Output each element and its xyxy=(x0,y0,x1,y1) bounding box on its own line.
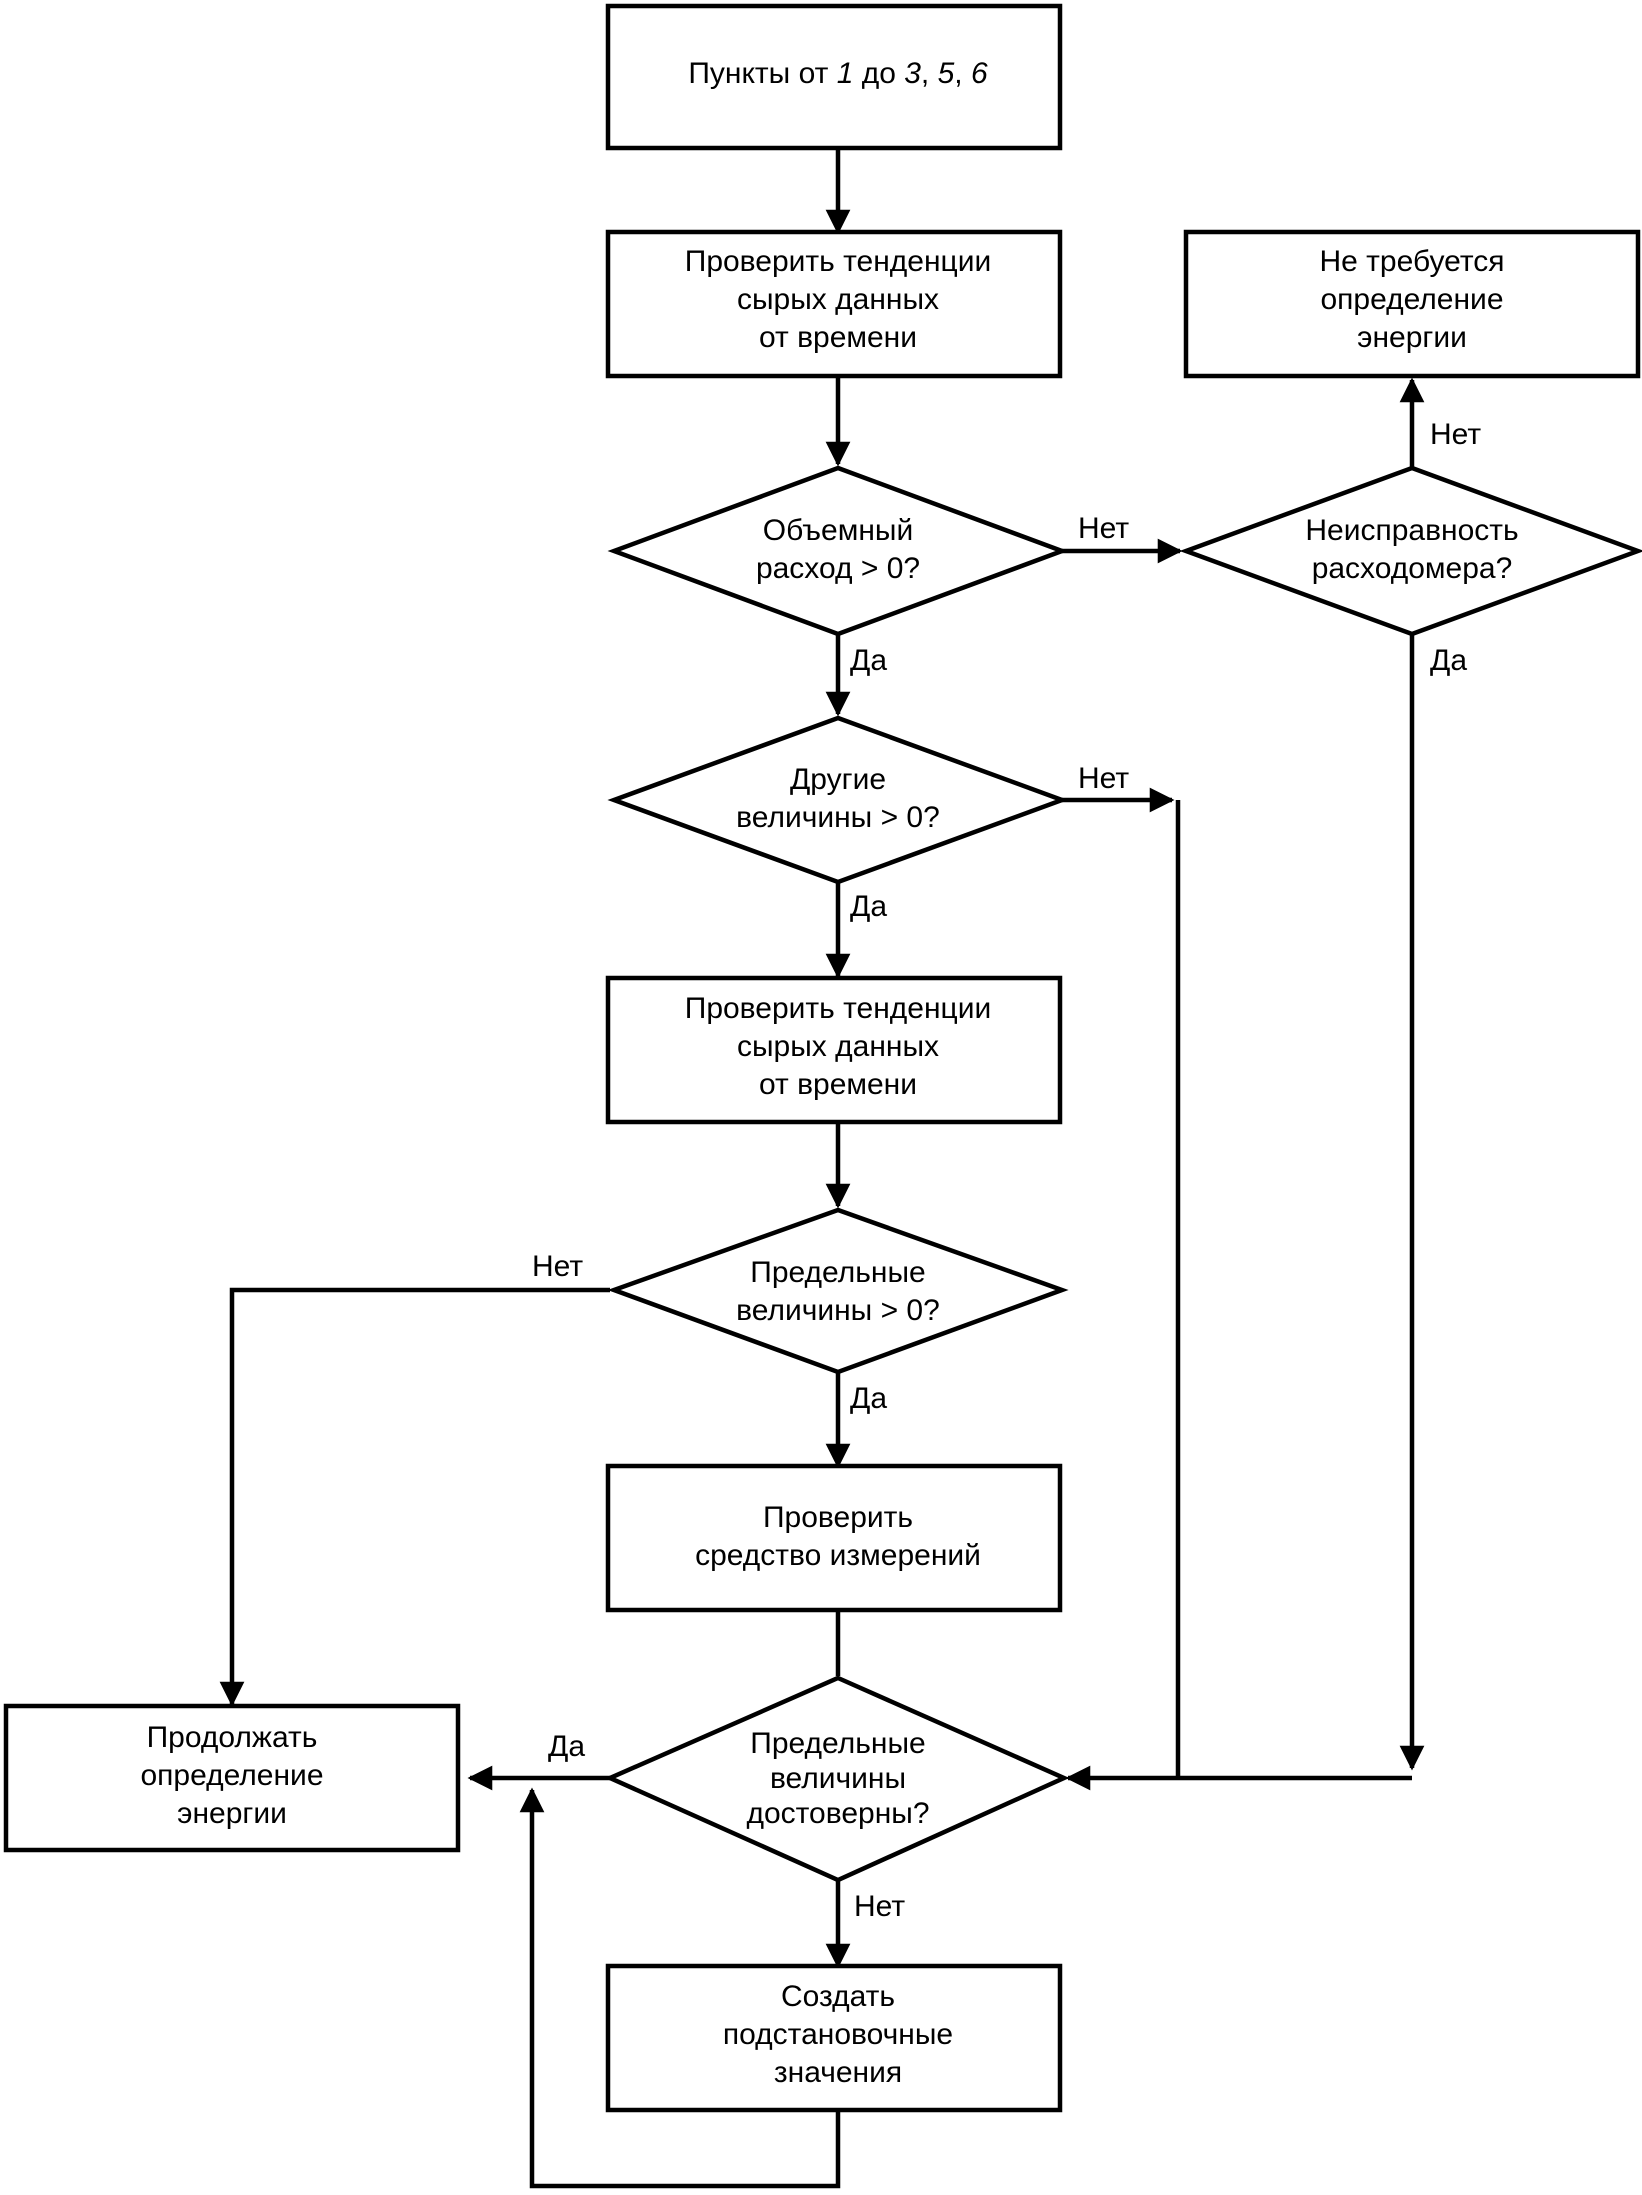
substitute-line-3: значения xyxy=(774,2056,902,2089)
substitute-line-1: Создать xyxy=(781,1980,895,2013)
other-values-line-2: величины > 0? xyxy=(736,801,940,834)
decision-other-values: Другие величины > 0? xyxy=(607,715,1069,885)
limit-values-line-2: величины > 0? xyxy=(736,1294,940,1327)
limits-valid-line-3: достоверны? xyxy=(746,1797,929,1830)
arrow-limit-no-to-continue xyxy=(219,1287,610,1707)
arrow-substitute-loop-back xyxy=(519,1787,841,2189)
label-limit-no: Нет xyxy=(532,1250,583,1283)
no-energy-line-3: энергии xyxy=(1357,321,1467,354)
check-trends-2-line-2: сырых данных xyxy=(737,1030,939,1063)
volume-flow-line-2: расход > 0? xyxy=(756,552,920,585)
label-other-yes: Да xyxy=(850,890,887,923)
flowmeter-fault-line-1: Неисправность xyxy=(1305,514,1518,547)
check-trends-1-line-1: Проверить тенденции xyxy=(685,245,991,278)
decision-flowmeter-fault: Неисправность расходомера? xyxy=(1179,465,1642,637)
continue-energy-line-2: определение xyxy=(140,1759,323,1792)
volume-flow-line-1: Объемный xyxy=(763,514,913,547)
label-valid-no: Нет xyxy=(854,1890,905,1923)
check-trends-1-line-3: от времени xyxy=(759,321,917,354)
limit-values-line-1: Предельные xyxy=(750,1256,925,1289)
substitute-line-2: подстановочные xyxy=(723,2018,953,2051)
continue-energy-line-1: Продолжать xyxy=(147,1721,318,1754)
label-fault-yes: Да xyxy=(1430,644,1467,677)
node-check-trends-2: Проверить тенденции сырых данных от врем… xyxy=(605,975,1063,1125)
other-values-line-1: Другие xyxy=(790,763,886,796)
decision-volume-flow: Объемный расход > 0? xyxy=(607,465,1069,637)
label-volume-yes: Да xyxy=(850,644,887,677)
no-energy-line-1: Не требуется xyxy=(1320,245,1505,278)
flowmeter-fault-line-2: расходомера? xyxy=(1312,552,1513,585)
check-trends-1-line-2: сырых данных xyxy=(737,283,939,316)
label-limit-yes: Да xyxy=(850,1382,887,1415)
start-text: Пункты от 1 до 3, 5, 6 xyxy=(688,57,988,90)
node-check-trends-1: Проверить тенденции сырых данных от врем… xyxy=(605,229,1063,379)
branch-labels: Нет Да Нет Да Нет Да Нет Да Да Нет xyxy=(532,418,1481,1923)
node-substitute: Создать подстановочные значения xyxy=(605,1963,1063,2113)
continue-energy-line-3: энергии xyxy=(177,1797,287,1830)
check-instrument-line-2: средство измерений xyxy=(695,1539,981,1572)
limits-valid-line-1: Предельные xyxy=(750,1727,925,1760)
node-no-energy: Не требуется определение энергии xyxy=(1183,229,1641,379)
label-valid-yes: Да xyxy=(548,1730,585,1763)
check-trends-2-line-3: от времени xyxy=(759,1068,917,1101)
node-continue-energy: Продолжать определение энергии xyxy=(3,1703,461,1853)
node-check-instrument: Проверить средство измерений xyxy=(605,1463,1063,1613)
check-trends-2-line-1: Проверить тенденции xyxy=(685,992,991,1025)
node-start: Пункты от 1 до 3, 5, 6 xyxy=(605,3,1063,151)
no-energy-line-2: определение xyxy=(1320,283,1503,316)
label-fault-no: Нет xyxy=(1430,418,1481,451)
decision-limits-valid: Предельные величины достоверны? xyxy=(604,1675,1070,1883)
check-instrument-line-1: Проверить xyxy=(763,1501,913,1534)
label-other-no: Нет xyxy=(1078,762,1129,795)
label-volume-no: Нет xyxy=(1078,512,1129,545)
connectors xyxy=(219,148,1425,2189)
decision-limit-values: Предельные величины > 0? xyxy=(607,1207,1069,1375)
limits-valid-line-2: величины xyxy=(770,1762,906,1795)
